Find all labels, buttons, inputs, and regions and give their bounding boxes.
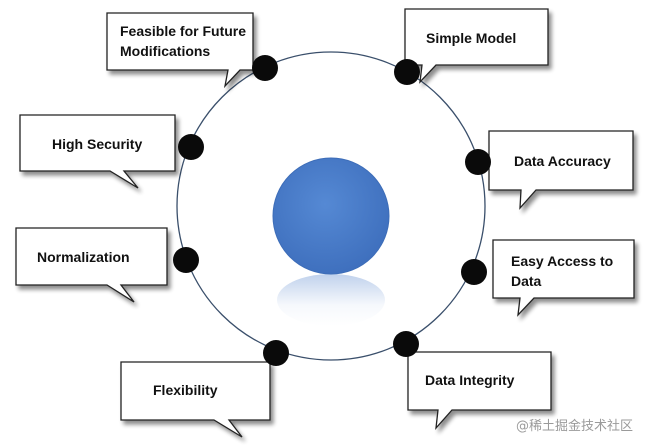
callout-label-line: High Security [52,136,142,152]
ring-node-feasible [252,55,278,81]
ring-node-simple-model [394,59,420,85]
callout-bubble [120,361,271,438]
center-circle-reflection [277,274,385,326]
callout-label-flexibility: Flexibility [153,382,218,398]
callout-bubble [492,239,635,317]
callout-bubble [15,227,168,303]
ring-node-easy-access [461,259,487,285]
callout-bubble [106,12,254,89]
callout-label-data-integrity: Data Integrity [425,372,515,388]
callout-label-data-accuracy: Data Accuracy [514,153,611,169]
callout-label-line: Feasible for Future [120,23,246,39]
callout-bubble [407,351,552,430]
callout-label-line: Easy Access to [511,253,613,269]
callout-label-line: Normalization [37,249,130,265]
callout-label-easy-access: Easy Access to Data [511,253,613,289]
watermark-text: @稀土掘金技术社区 [516,418,633,434]
ring-node-flexibility [263,340,289,366]
callout-feasible [106,12,254,89]
callout-label-line: Data Accuracy [514,153,611,169]
center-circle [272,157,390,275]
callout-label-line: Data Integrity [425,372,515,388]
callout-bubble [19,114,176,189]
callout-data-integrity [407,351,552,430]
callout-flexibility [120,361,271,438]
callout-label-high-security: High Security [52,136,142,152]
ring-node-high-security [178,134,204,160]
ring-node-normalization [173,247,199,273]
callout-label-normalization: Normalization [37,249,130,265]
callout-normalization [15,227,168,303]
callout-label-line: Flexibility [153,382,218,398]
ring-node-data-accuracy [465,149,491,175]
ring-node-data-integrity [393,331,419,357]
callout-label-simple-model: Simple Model [426,30,516,46]
callout-data-accuracy [488,130,634,210]
callout-bubble [488,130,634,210]
outer-ring [176,51,486,361]
callout-label-line: Data [511,273,542,289]
callout-high-security [19,114,176,189]
callout-easy-access [492,239,635,317]
callout-label-line: Modifications [120,43,210,59]
callout-label-line: Simple Model [426,30,516,46]
